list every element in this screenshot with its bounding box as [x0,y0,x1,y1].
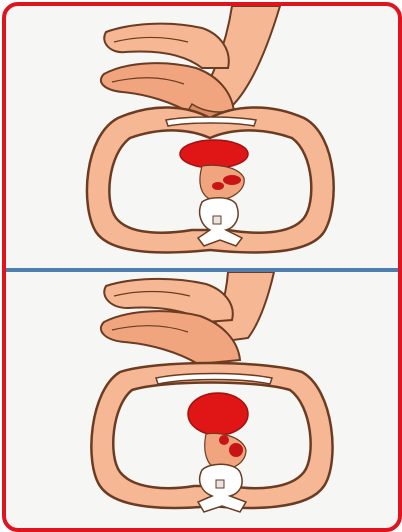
vessel [212,182,224,190]
heart [188,393,248,435]
spinal-canal [213,216,221,224]
compression-panel [6,6,398,268]
vessel [219,435,229,445]
heart [180,140,248,168]
spinal-canal [216,480,224,488]
aorta [229,443,243,457]
aorta [223,175,241,185]
recoil-panel [6,272,398,528]
upper-hand [104,24,229,68]
